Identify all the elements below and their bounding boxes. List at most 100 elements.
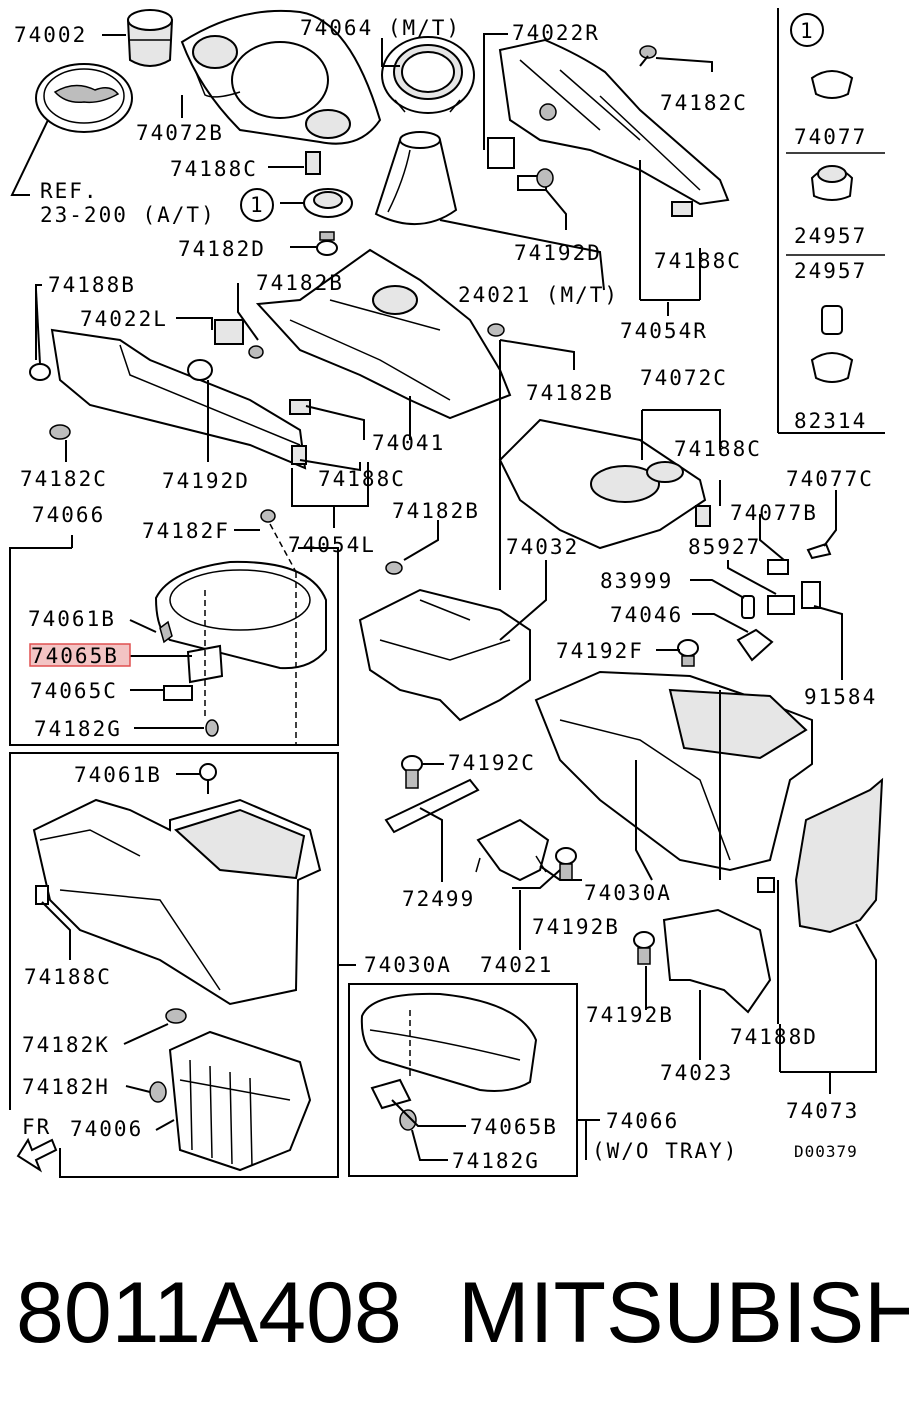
clip-74188D bbox=[757, 877, 775, 893]
label-74054R: 74054R bbox=[620, 319, 708, 343]
side-trim-74073 bbox=[794, 777, 884, 934]
label-74188C-2: 74188C bbox=[654, 249, 742, 273]
emblem-ref bbox=[10, 63, 133, 196]
label-91584: 91584 bbox=[804, 685, 877, 709]
label-74030A-1: 74030A bbox=[584, 881, 672, 905]
label-ref-at: 23-200 (A/T) bbox=[40, 203, 216, 227]
label-74192B-2: 74192B bbox=[586, 1003, 674, 1027]
label-74054L: 74054L bbox=[288, 533, 376, 557]
bolt-74192D bbox=[487, 137, 554, 191]
label-74066-2: 74066 bbox=[606, 1109, 679, 1133]
label-74006: 74006 bbox=[70, 1117, 143, 1141]
circle-marker-1-top bbox=[240, 188, 274, 222]
caption-part-number: 8011A408 bbox=[16, 1265, 402, 1361]
label-drawing-code: D00379 bbox=[794, 1142, 858, 1161]
front-arrow bbox=[16, 1137, 58, 1173]
bracket-74021 bbox=[475, 818, 577, 882]
rail-72499 bbox=[384, 755, 480, 834]
label-74188C-5: 74188C bbox=[24, 965, 112, 989]
screw-74182D bbox=[316, 231, 338, 256]
label-74182H: 74182H bbox=[22, 1075, 110, 1099]
label-82314: 82314 bbox=[794, 409, 867, 433]
bracket-74023 bbox=[633, 908, 772, 1014]
label-74022R: 74022R bbox=[512, 21, 600, 45]
label-74023: 74023 bbox=[660, 1061, 733, 1085]
console-box-74030A-upper bbox=[534, 639, 813, 872]
shift-boot-24021 bbox=[374, 131, 458, 225]
label-74077B: 74077B bbox=[730, 501, 818, 525]
screw-74182B-low bbox=[385, 561, 403, 575]
parts-column-right bbox=[810, 70, 854, 383]
part-74077B bbox=[767, 559, 789, 575]
part-91584 bbox=[801, 581, 821, 609]
frames bbox=[9, 8, 885, 1178]
side-panel-74054L bbox=[50, 328, 307, 470]
label-wo-tray: (W/O TRAY) bbox=[592, 1139, 738, 1163]
clip-74188C-b bbox=[671, 201, 693, 217]
shift-panel-74072B bbox=[180, 9, 382, 145]
label-74182G-1: 74182G bbox=[34, 717, 122, 741]
label-74192B-1: 74192B bbox=[532, 915, 620, 939]
label-fr: FR bbox=[22, 1115, 51, 1139]
caption-brand: MITSUBISHI bbox=[458, 1265, 909, 1361]
tray-74006 bbox=[149, 1008, 312, 1172]
panel-74072C bbox=[498, 418, 707, 550]
label-74030A-2: 74030A bbox=[364, 953, 452, 977]
label-74188C-3: 74188C bbox=[674, 437, 762, 461]
label-74072C: 74072C bbox=[640, 366, 728, 390]
bulb-83999 bbox=[736, 595, 774, 662]
screw-74182C-top bbox=[639, 45, 657, 67]
label-74065B-2: 74065B bbox=[470, 1115, 558, 1139]
cup-holder-insert-74002 bbox=[126, 9, 174, 67]
label-74046: 74046 bbox=[610, 603, 683, 627]
label-74182K: 74182K bbox=[22, 1033, 110, 1057]
screw-74182C-left bbox=[49, 424, 71, 440]
bolt-74192D-left bbox=[187, 319, 264, 381]
clip-74188C-d bbox=[695, 505, 711, 527]
label-74188D: 74188D bbox=[730, 1025, 818, 1049]
part-labels: 74002 74064 (M/T) 74022R REF. 23-200 (A/… bbox=[14, 16, 877, 1173]
label-24021: 24021 (M/T) bbox=[458, 283, 619, 307]
label-74073: 74073 bbox=[786, 1099, 859, 1123]
caption: 8011A408 MITSUBISHI bbox=[0, 1258, 909, 1378]
circle-marker-1-right bbox=[790, 13, 824, 47]
label-24957-a: 24957 bbox=[794, 224, 867, 248]
label-74192D-1: 74192D bbox=[514, 241, 602, 265]
screw-74182B-mid bbox=[487, 323, 505, 337]
label-74065B-1: 74065B bbox=[31, 644, 119, 668]
label-74192F: 74192F bbox=[556, 639, 644, 663]
side-panel-74022R bbox=[498, 38, 730, 206]
label-74066-1: 74066 bbox=[32, 503, 105, 527]
label-74182C-1: 74182C bbox=[660, 91, 748, 115]
label-74182C-2: 74182C bbox=[20, 467, 108, 491]
label-circle-1: 1 bbox=[250, 193, 265, 217]
label-74188B: 74188B bbox=[48, 273, 136, 297]
label-74072B: 74072B bbox=[136, 121, 224, 145]
leader-lines bbox=[35, 33, 877, 1161]
label-74182B-2: 74182B bbox=[526, 381, 614, 405]
label-74041: 74041 bbox=[372, 431, 445, 455]
label-74182B-1: 74182B bbox=[256, 271, 344, 295]
label-74032: 74032 bbox=[506, 535, 579, 559]
label-74192D-2: 74192D bbox=[162, 469, 250, 493]
armrest-without-tray bbox=[360, 992, 538, 1131]
label-74182F: 74182F bbox=[142, 519, 230, 543]
bezel-1 bbox=[303, 188, 353, 218]
armrest-with-tray bbox=[154, 509, 327, 745]
clip-74188C bbox=[305, 151, 321, 175]
label-circle-1-right: 1 bbox=[800, 19, 815, 43]
label-83999: 83999 bbox=[600, 569, 673, 593]
label-24957-b: 24957 bbox=[794, 259, 867, 283]
console-box-74030A-main bbox=[32, 763, 322, 1006]
label-74065C: 74065C bbox=[30, 679, 118, 703]
label-74192C: 74192C bbox=[448, 751, 536, 775]
label-74188C-1: 74188C bbox=[170, 157, 258, 181]
label-74077C: 74077C bbox=[786, 467, 874, 491]
label-74064: 74064 (M/T) bbox=[300, 16, 461, 40]
boot-ring-74064 bbox=[381, 36, 475, 114]
highlight-74065B bbox=[29, 643, 131, 667]
label-74061B-2: 74061B bbox=[74, 763, 162, 787]
label-ref: REF. bbox=[40, 179, 99, 203]
label-74182D: 74182D bbox=[178, 237, 266, 261]
